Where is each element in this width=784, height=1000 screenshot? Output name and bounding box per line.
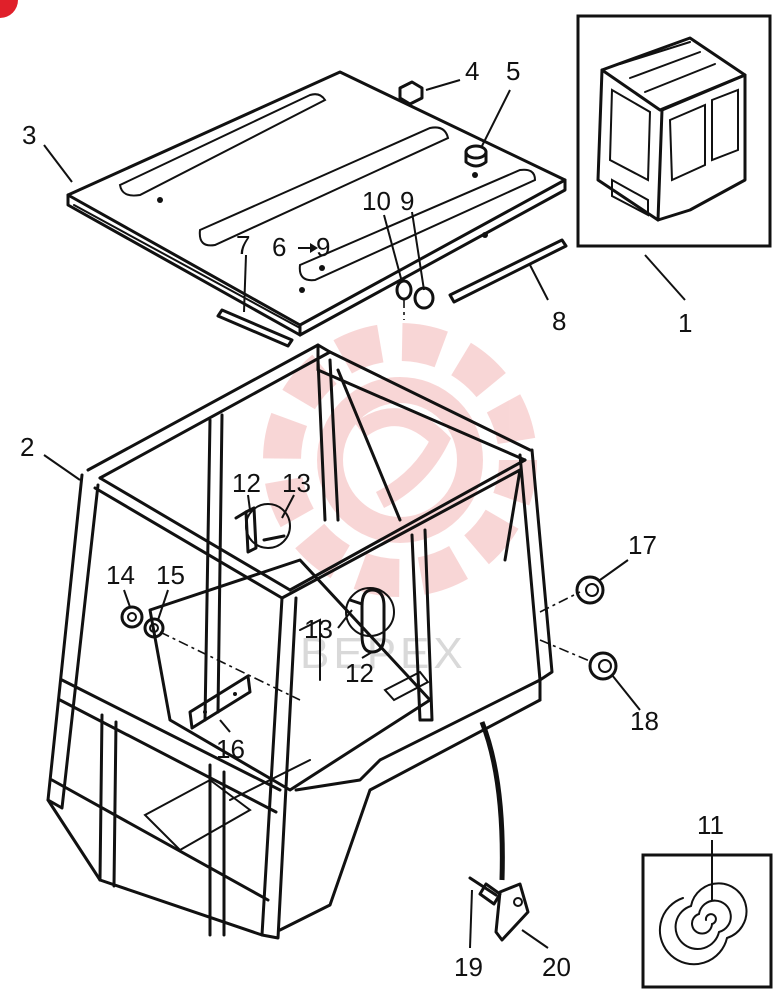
washer-part-10: [395, 279, 413, 301]
leader-14: [123, 589, 131, 608]
callout-13-upper: 13: [282, 468, 311, 498]
leader-10: [383, 214, 403, 283]
alignment-line-c: [539, 639, 593, 663]
seal-strip-part-7: [216, 308, 294, 348]
leader-12a: [247, 494, 251, 511]
leader-8: [529, 264, 549, 301]
corner-badge: [0, 0, 18, 18]
callout-1: 1: [678, 308, 692, 338]
callout-7: 7: [236, 230, 250, 260]
arrow-icon: [310, 243, 318, 253]
roof-panel: [66, 70, 567, 337]
grommet-part-18: [588, 651, 618, 681]
alignment-line-a: [159, 631, 301, 701]
leader-7: [243, 254, 247, 313]
knob-part-14: [120, 605, 144, 629]
upper-hinge-part-12: [234, 503, 291, 554]
callout-5: 5: [506, 56, 520, 86]
leader-19: [469, 889, 473, 949]
nut-part-9: [413, 286, 435, 310]
callout-8: 8: [552, 306, 566, 336]
leader-18: [611, 674, 641, 711]
leader-3: [43, 144, 73, 183]
callout-19: 19: [454, 952, 483, 982]
callout-12-upper: 12: [232, 468, 261, 498]
bolt-part-4: [398, 80, 424, 106]
strap-line: [479, 721, 505, 881]
leader-20: [521, 929, 549, 949]
callout-10: 10: [362, 186, 391, 216]
callout-9-small: 9: [316, 232, 330, 262]
callout-18: 18: [630, 706, 659, 736]
leader-15: [157, 589, 169, 621]
leader-17: [599, 559, 629, 581]
callout-12-lower: 12: [345, 658, 374, 688]
leader-2: [43, 454, 81, 481]
leader-13b: [337, 609, 353, 629]
callout-13-lower: 13: [304, 614, 333, 644]
leader-5: [481, 89, 511, 147]
leader-1: [644, 254, 686, 301]
callout-2: 2: [20, 432, 34, 462]
cab-frame: [46, 343, 554, 940]
washer-part-15: [143, 617, 165, 639]
plate-part-16: [188, 674, 252, 730]
leader-12b: [361, 651, 373, 659]
grommet-part-17: [575, 575, 605, 605]
callout-3: 3: [22, 120, 36, 150]
cab-inset-box: [576, 14, 772, 248]
callout-4: 4: [465, 56, 479, 86]
callout-17: 17: [628, 530, 657, 560]
callout-14: 14: [106, 560, 135, 590]
callout-20: 20: [542, 952, 571, 982]
callout-16: 16: [216, 734, 245, 764]
callout-15: 15: [156, 560, 185, 590]
bolt-part-19: [468, 876, 502, 906]
bracket-part-20: [494, 882, 530, 942]
spiral-inset-box: [641, 853, 773, 989]
callout-11: 11: [697, 810, 724, 840]
callout-9: 9: [400, 186, 414, 216]
leader-16: [219, 719, 231, 733]
leader-13a: [281, 494, 295, 519]
alignment-line-b: [539, 591, 581, 613]
callout-6: 6: [272, 232, 286, 262]
leader-9: [411, 211, 425, 291]
leader-4: [425, 79, 461, 91]
knob-part-5: [464, 144, 488, 168]
watermark-text: BEPEX: [300, 629, 467, 678]
seal-strip-part-8: [448, 238, 568, 304]
